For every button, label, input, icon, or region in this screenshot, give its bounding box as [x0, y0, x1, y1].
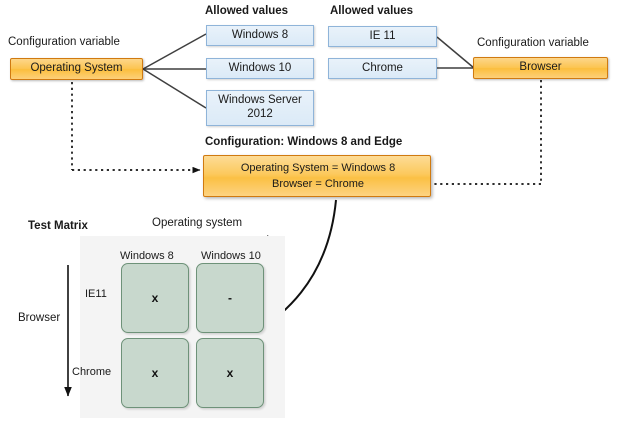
allowed-value-windows-8-label: Windows 8 [231, 28, 289, 41]
matrix-x-axis-label: Operating system [152, 217, 243, 229]
connector-os-to-configuration [71, 82, 201, 174]
connector-os-to-values [142, 33, 207, 109]
matrix-row-header-chrome: Chrome [72, 366, 112, 378]
matrix-cell-chrome-windows-10-value: x [226, 366, 234, 380]
os-variable-caption: Configuration variable [8, 36, 120, 48]
allowed-value-chrome[interactable]: Chrome [328, 58, 437, 79]
allowed-value-windows-10[interactable]: Windows 10 [206, 58, 314, 79]
allowed-value-ie-11-label: IE 11 [369, 29, 396, 42]
matrix-row-header-ie11: IE11 [85, 288, 107, 300]
matrix-column-header-windows-10: Windows 10 [201, 250, 261, 262]
config-variable-operating-system-label: Operating System [30, 62, 123, 75]
test-matrix-title: Test Matrix [28, 220, 88, 232]
config-variable-operating-system[interactable]: Operating System [10, 58, 143, 80]
matrix-cell-ie11-windows-10-value: - [228, 291, 232, 305]
browser-variable-caption: Configuration variable [477, 37, 589, 49]
connector-values-to-browser [436, 36, 475, 69]
matrix-cell-ie11-windows-10[interactable]: - [196, 263, 264, 333]
config-variable-browser[interactable]: Browser [473, 57, 608, 79]
allowed-value-windows-10-label: Windows 10 [228, 61, 292, 74]
config-variable-browser-label: Browser [519, 61, 562, 74]
matrix-cell-chrome-windows-10[interactable]: x [196, 338, 264, 408]
allowed-value-windows-server-2012-label: Windows Server 2012 [218, 94, 302, 120]
matrix-cell-chrome-windows-8[interactable]: x [121, 338, 189, 408]
matrix-cell-ie11-windows-8-value: x [151, 291, 159, 305]
configuration-caption: Configuration: Windows 8 and Edge [205, 136, 403, 148]
os-allowed-values-caption: Allowed values [205, 5, 289, 17]
configuration-card[interactable]: Operating System = Windows 8 Browser = C… [203, 155, 431, 197]
browser-allowed-values-caption: Allowed values [330, 5, 414, 17]
allowed-value-chrome-label: Chrome [362, 61, 403, 74]
configuration-line-operating-system: Operating System = Windows 8 [240, 162, 396, 174]
matrix-cell-chrome-windows-8-value: x [151, 366, 159, 380]
matrix-column-header-windows-8: Windows 8 [120, 250, 174, 262]
configuration-line-browser: Browser = Chrome [271, 178, 364, 190]
allowed-value-windows-8[interactable]: Windows 8 [206, 25, 314, 46]
allowed-value-windows-server-2012[interactable]: Windows Server 2012 [206, 90, 314, 126]
allowed-value-ie-11[interactable]: IE 11 [328, 26, 437, 47]
matrix-cell-ie11-windows-8[interactable]: x [121, 263, 189, 333]
matrix-y-axis-label: Browser [18, 312, 61, 324]
